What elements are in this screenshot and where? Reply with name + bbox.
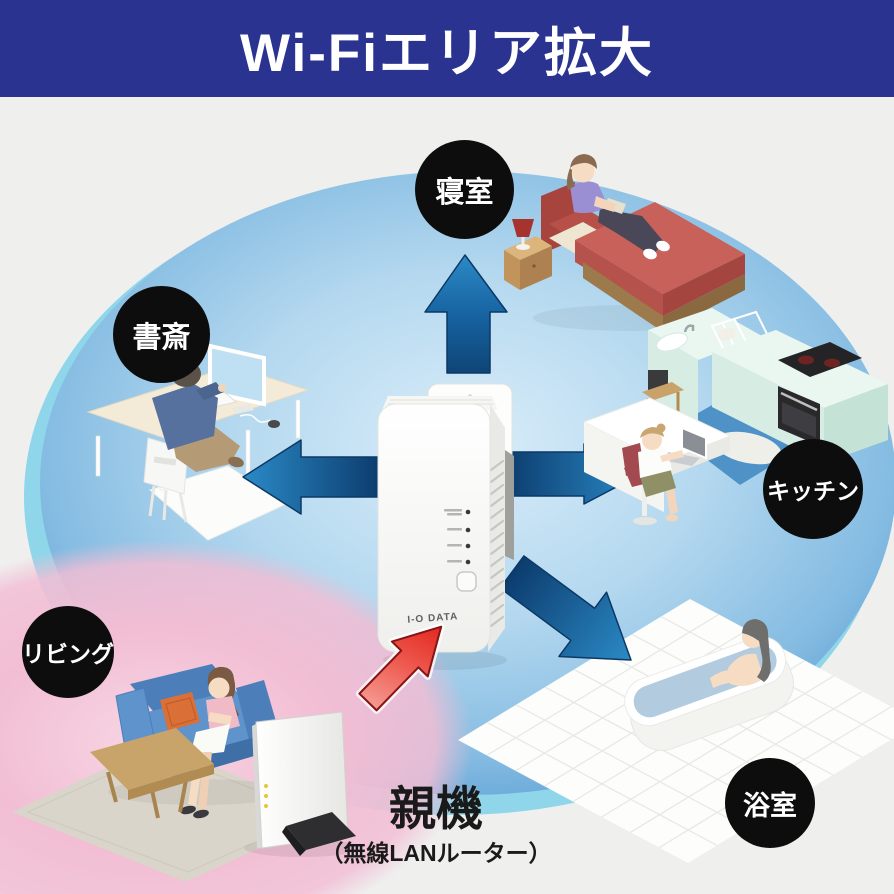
kitchen-illustration (582, 308, 888, 525)
room-label-living-text: リビング (22, 641, 114, 667)
room-label-kitchen: キッチン (763, 439, 863, 539)
router-leds (264, 784, 268, 808)
room-label-study: 書斎 (113, 286, 210, 383)
room-label-study-text: 書斎 (132, 321, 191, 354)
router-caption-main: 親機 (389, 782, 483, 835)
room-label-bathroom: 浴室 (725, 758, 815, 848)
extender-leds (465, 509, 471, 565)
page-title: Wi-Fiエリア拡大 (239, 23, 655, 83)
router-caption: 親機 （無線LANルーター） (296, 784, 576, 868)
bathroom-illustration (624, 619, 794, 751)
bedroom-illustration (504, 154, 745, 332)
room-label-bedroom: 寝室 (415, 140, 514, 239)
room-label-living: リビング (22, 606, 114, 698)
arrow-router-to-extender-icon (355, 623, 445, 714)
room-label-bathroom-text: 浴室 (743, 790, 797, 821)
arrow-to-bedroom-icon (424, 254, 508, 374)
living-room-rug (12, 744, 332, 882)
arrow-to-bathroom-icon (499, 555, 632, 661)
room-label-bedroom-text: 寝室 (435, 176, 494, 209)
brand-logo: I-O DATA (407, 611, 459, 626)
wps-button (456, 571, 477, 592)
wifi-extender-device: I-O DATA (377, 396, 507, 670)
living-room-illustration (90, 664, 292, 819)
room-label-kitchen-text: キッチン (767, 478, 859, 504)
router-caption-sub: （無線LANルーター） (320, 840, 552, 867)
title-banner: Wi-Fiエリア拡大 (0, 0, 894, 97)
side-vents (489, 459, 505, 628)
led-labels (444, 509, 462, 563)
study-illustration (86, 343, 310, 541)
router-device (244, 711, 360, 857)
